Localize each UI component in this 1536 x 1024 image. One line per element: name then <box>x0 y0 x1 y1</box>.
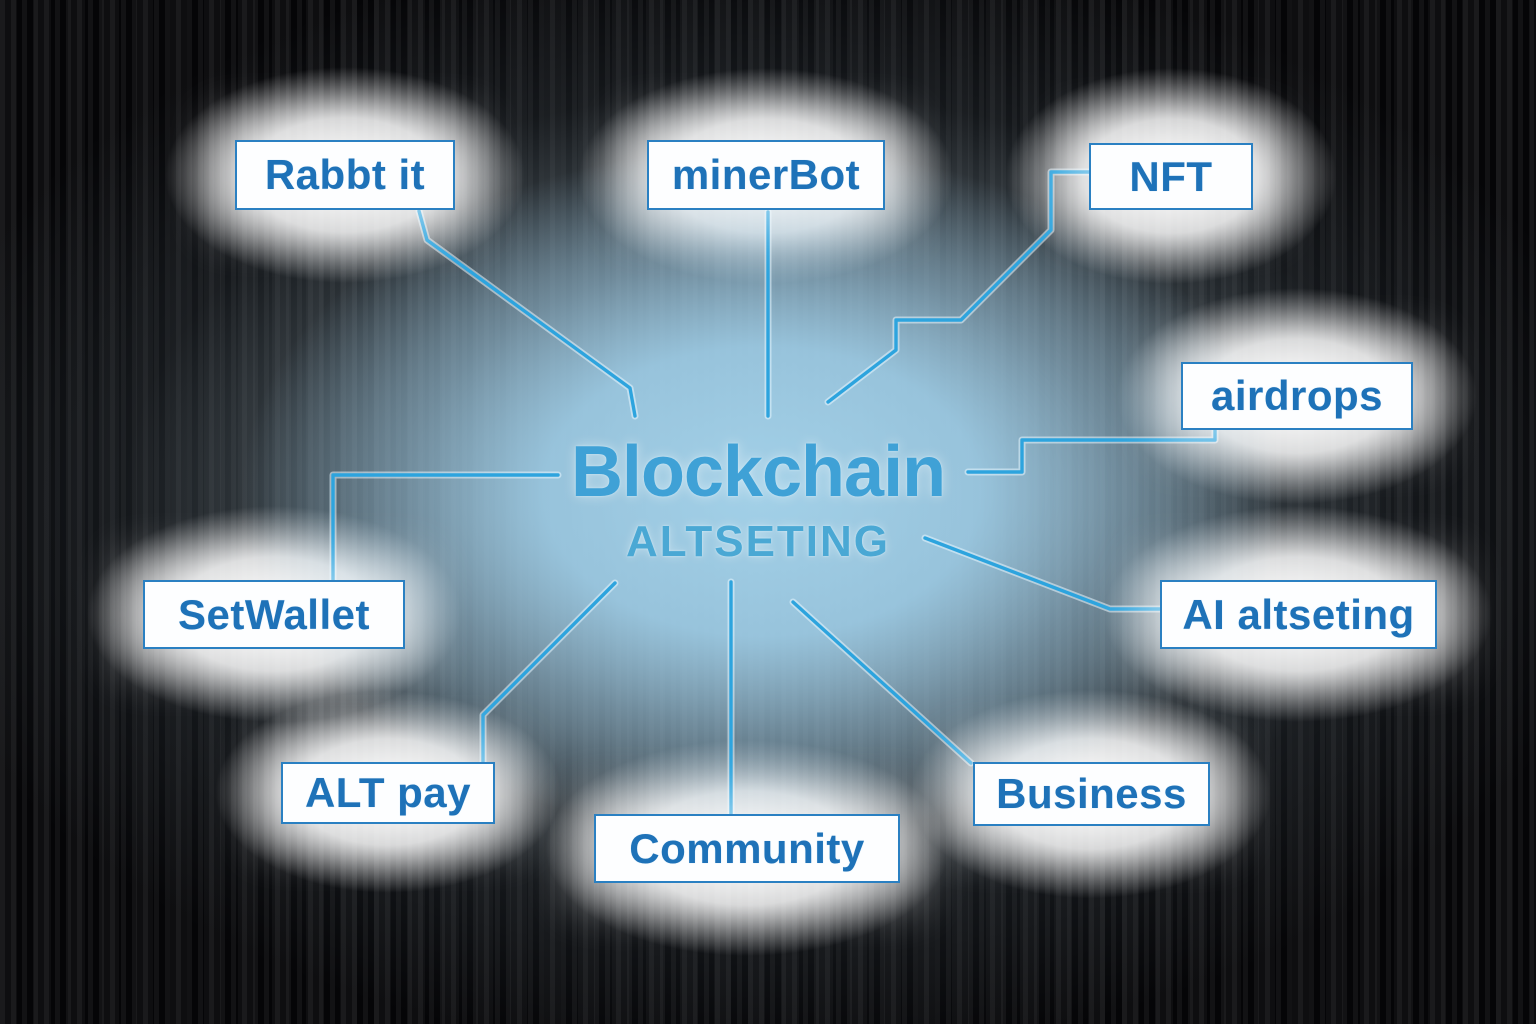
node-community: Community <box>594 814 900 883</box>
connector-alt-pay <box>481 581 617 764</box>
node-airdrops: airdrops <box>1181 362 1413 430</box>
node-setwallet: SetWallet <box>143 580 405 649</box>
node-ai-altseting: AI altseting <box>1160 580 1437 649</box>
node-business: Business <box>973 762 1210 826</box>
connector-setwallet <box>331 473 560 582</box>
node-rabbt-it: Rabbt it <box>235 140 455 210</box>
node-minerbot-label: minerBot <box>671 151 861 198</box>
center-heading: Blockchain ALTSETING <box>570 432 946 566</box>
node-minerbot: minerBot <box>647 140 885 210</box>
center-subtitle: ALTSETING <box>625 517 891 566</box>
node-alt-pay: ALT pay <box>281 762 495 824</box>
node-business-label: Business <box>996 770 1187 817</box>
connector-rabbt-it <box>417 209 637 418</box>
node-alt-pay-label: ALT pay <box>304 769 472 816</box>
connector-ai-altseting <box>923 536 1164 611</box>
node-rabbt-it-label: Rabbt it <box>264 151 426 198</box>
node-ai-altseting-label: AI altseting <box>1182 590 1415 638</box>
node-nft-label: NFT <box>1129 152 1213 200</box>
connector-business <box>791 600 973 765</box>
center-title: Blockchain <box>570 432 946 512</box>
connector-airdrops <box>966 428 1217 474</box>
node-airdrops-label: airdrops <box>1210 372 1384 419</box>
node-setwallet-label: SetWallet <box>178 590 370 638</box>
node-community-label: Community <box>629 824 865 872</box>
node-nft: NFT <box>1089 143 1253 210</box>
